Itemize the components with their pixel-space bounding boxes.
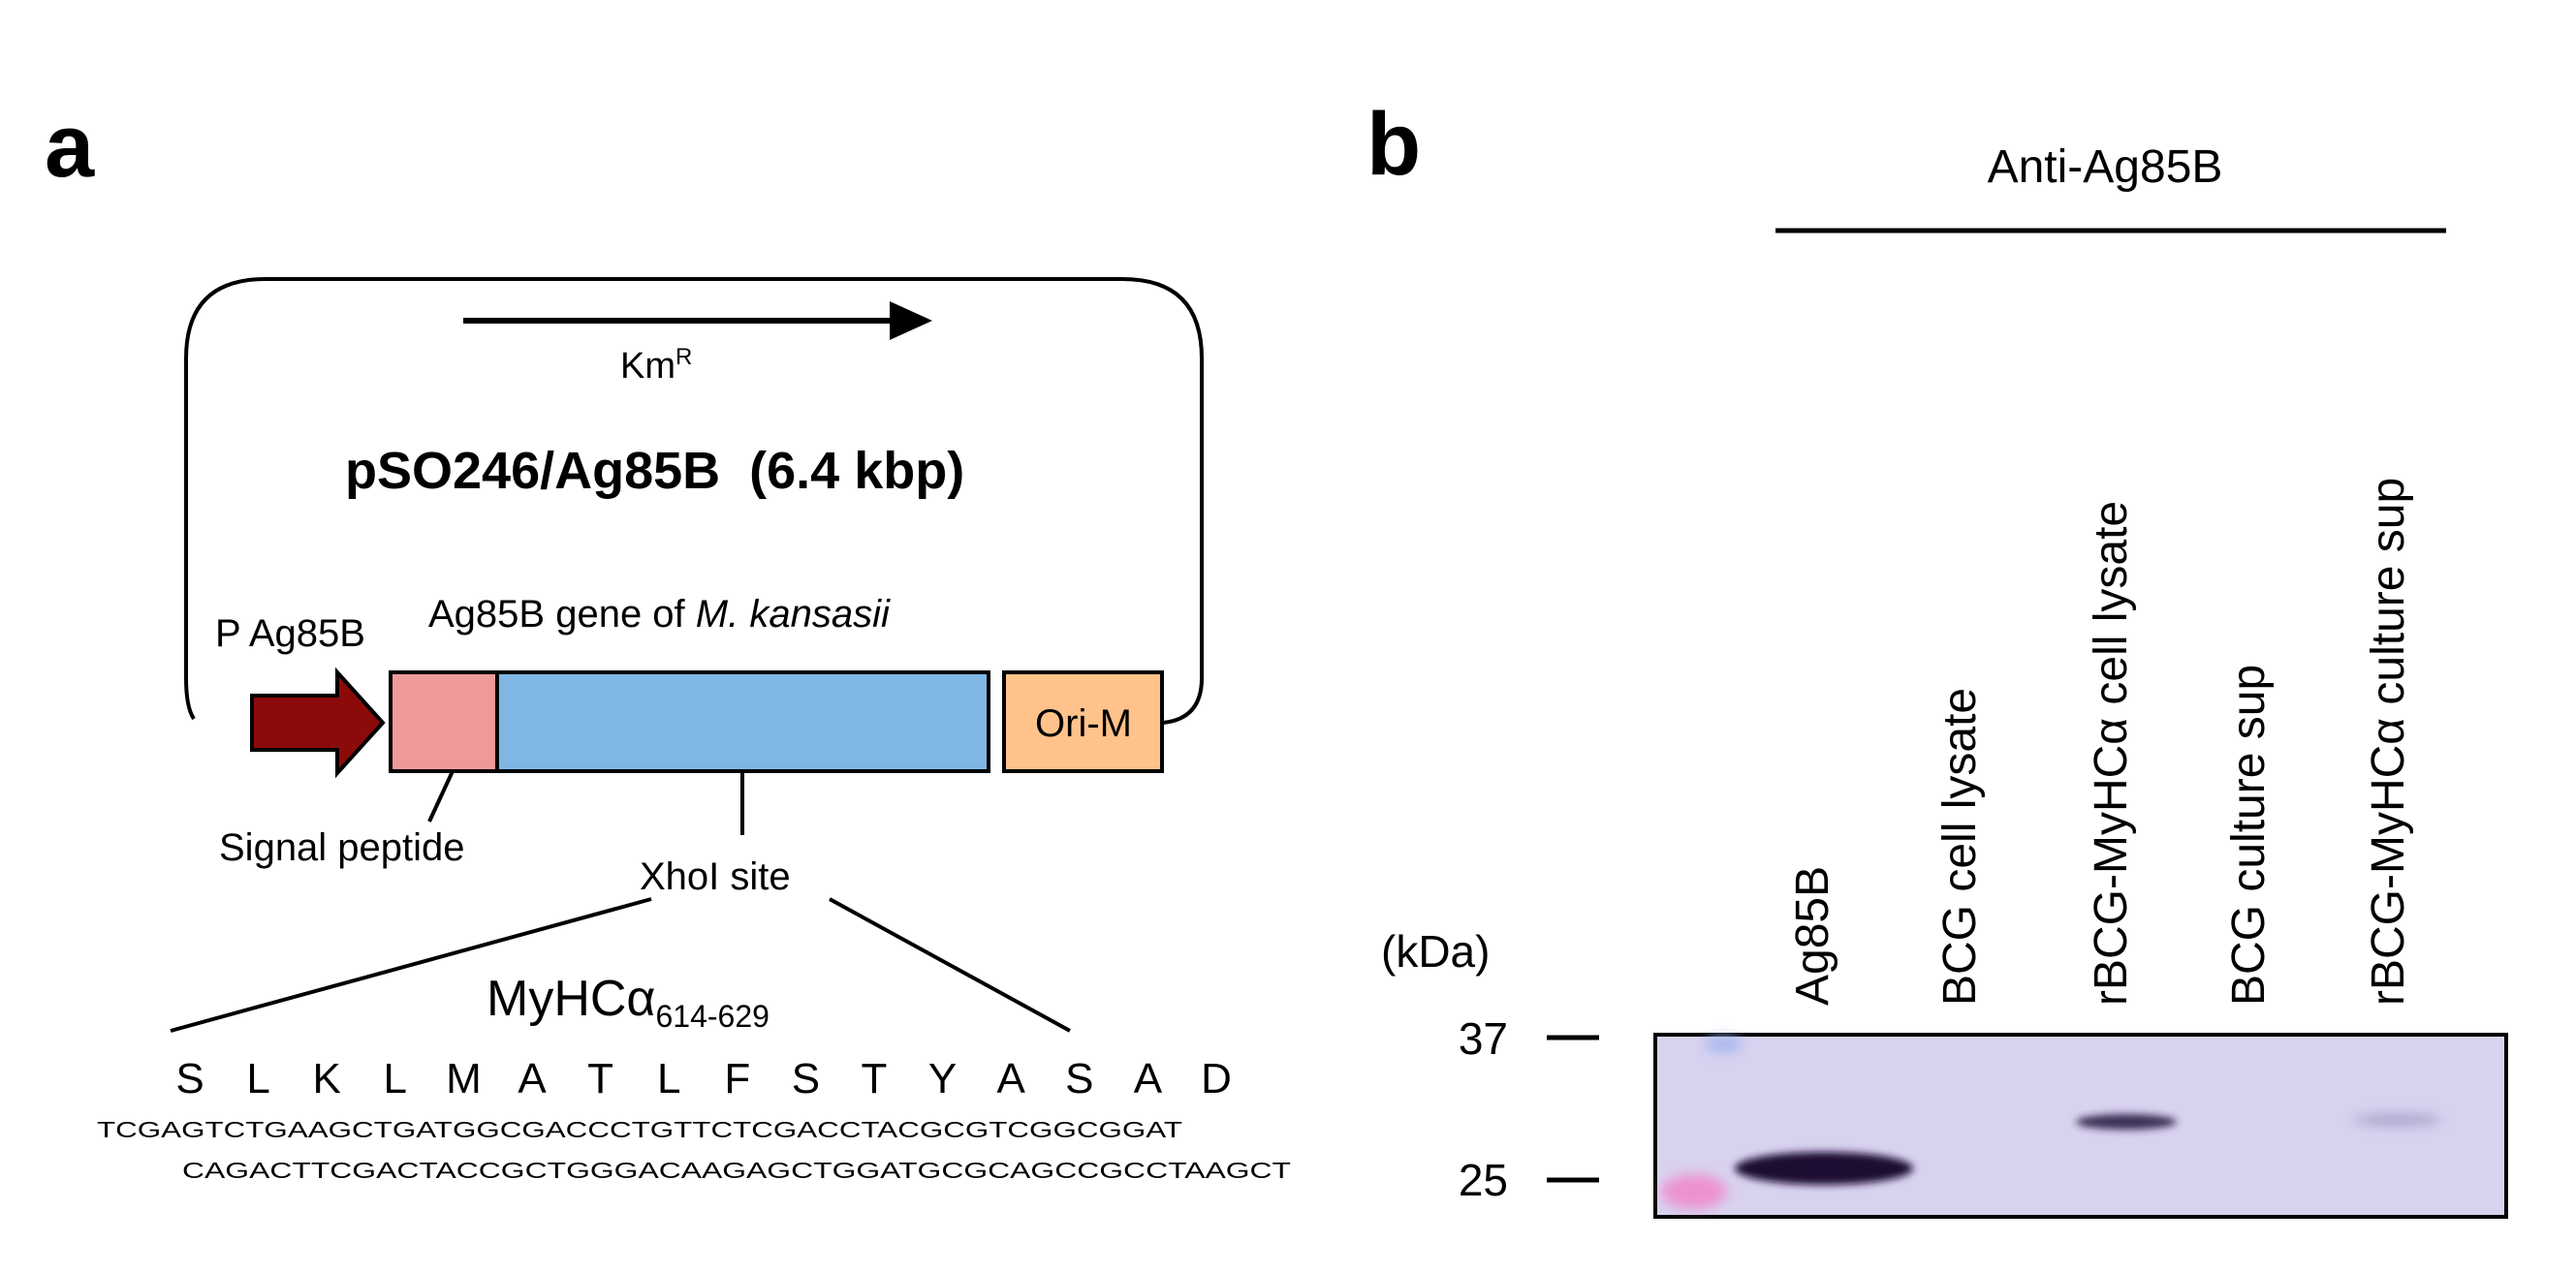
- amino-acid-16: D: [1201, 1055, 1232, 1102]
- lane-label-1: Ag85B: [1787, 866, 1838, 1006]
- amino-acid-9: F: [724, 1055, 750, 1102]
- signal-peptide-leader: [427, 770, 455, 823]
- gene-label: Ag85B gene of M. kansasii: [428, 593, 891, 636]
- insert-name: MyHCα614-629: [487, 971, 770, 1034]
- dna-bottom-strand: CAGACTTCGACTACCGCTGGGACAAGAGCTGGATGCGCAG…: [182, 1158, 1291, 1183]
- dna-top-strand: TCGAGTCTGAAGCTGATGGCGACCCTGTTCTCGACCTACG…: [97, 1117, 1182, 1142]
- panel-b-letter: b: [1367, 95, 1421, 194]
- band-ag85b: [1735, 1152, 1913, 1185]
- ladder-blue-band: [1704, 1036, 1743, 1053]
- amino-acid-10: S: [792, 1055, 820, 1102]
- kanamycin-label: KmR: [620, 344, 692, 387]
- amino-acid-1: S: [175, 1055, 204, 1102]
- amino-acid-12: Y: [928, 1055, 957, 1102]
- lane-label-5: rBCG-MyHCα culture sup: [2363, 478, 2414, 1006]
- band-rbcg-culture-sup: [2353, 1114, 2442, 1126]
- marker-25-label: 25: [1459, 1155, 1508, 1205]
- amino-acid-5: M: [446, 1055, 482, 1102]
- amino-acid-4: L: [384, 1055, 407, 1102]
- expansion-line-left: [170, 897, 652, 1033]
- western-blot: [1653, 1033, 2508, 1219]
- antibody-label: Anti-Ag85B: [1988, 141, 2223, 193]
- blot-membrane: [1653, 1033, 2508, 1219]
- amino-acid-8: L: [657, 1055, 680, 1102]
- signal-peptide-label: Signal peptide: [219, 826, 465, 869]
- lane-label-3: rBCG-MyHCα cell lysate: [2086, 501, 2137, 1006]
- lane-labels: Ag85B BCG cell lysate rBCG-MyHCα cell lysa…: [1787, 478, 2414, 1006]
- xhoi-label: XhoI site: [640, 855, 791, 898]
- amino-acid-3: K: [313, 1055, 341, 1102]
- signal-peptide-box: [389, 670, 499, 773]
- ori-box: [1002, 670, 1164, 773]
- amino-acid-13: A: [997, 1055, 1026, 1102]
- lane-label-4: BCG culture sup: [2223, 665, 2275, 1006]
- promoter-label: P Ag85B: [215, 612, 365, 655]
- promoter-arrow-icon: [250, 667, 386, 779]
- amino-acid-11: T: [862, 1055, 888, 1102]
- plasmid-outline: [184, 277, 1204, 725]
- ladder-pink-band: [1661, 1174, 1727, 1209]
- amino-acid-14: S: [1065, 1055, 1093, 1102]
- ori-label: Ori-M: [1035, 702, 1132, 745]
- gene-box: [495, 670, 990, 773]
- kda-unit-label: (kDa): [1381, 926, 1490, 977]
- plasmid-title: pSO246/Ag85B (6.4 kbp): [345, 442, 964, 500]
- marker-37-label: 37: [1459, 1013, 1508, 1064]
- expansion-line-right: [829, 897, 1071, 1033]
- band-rbcg-cell-lysate: [2076, 1114, 2177, 1130]
- kanamycin-arrow-icon: [463, 301, 932, 340]
- amino-acid-6: A: [518, 1055, 547, 1102]
- amino-acid-7: T: [587, 1055, 613, 1102]
- amino-acid-15: A: [1134, 1055, 1163, 1102]
- amino-acid-2: L: [246, 1055, 269, 1102]
- lane-label-2: BCG cell lysate: [1934, 688, 1986, 1006]
- panel-a-letter: a: [45, 97, 95, 196]
